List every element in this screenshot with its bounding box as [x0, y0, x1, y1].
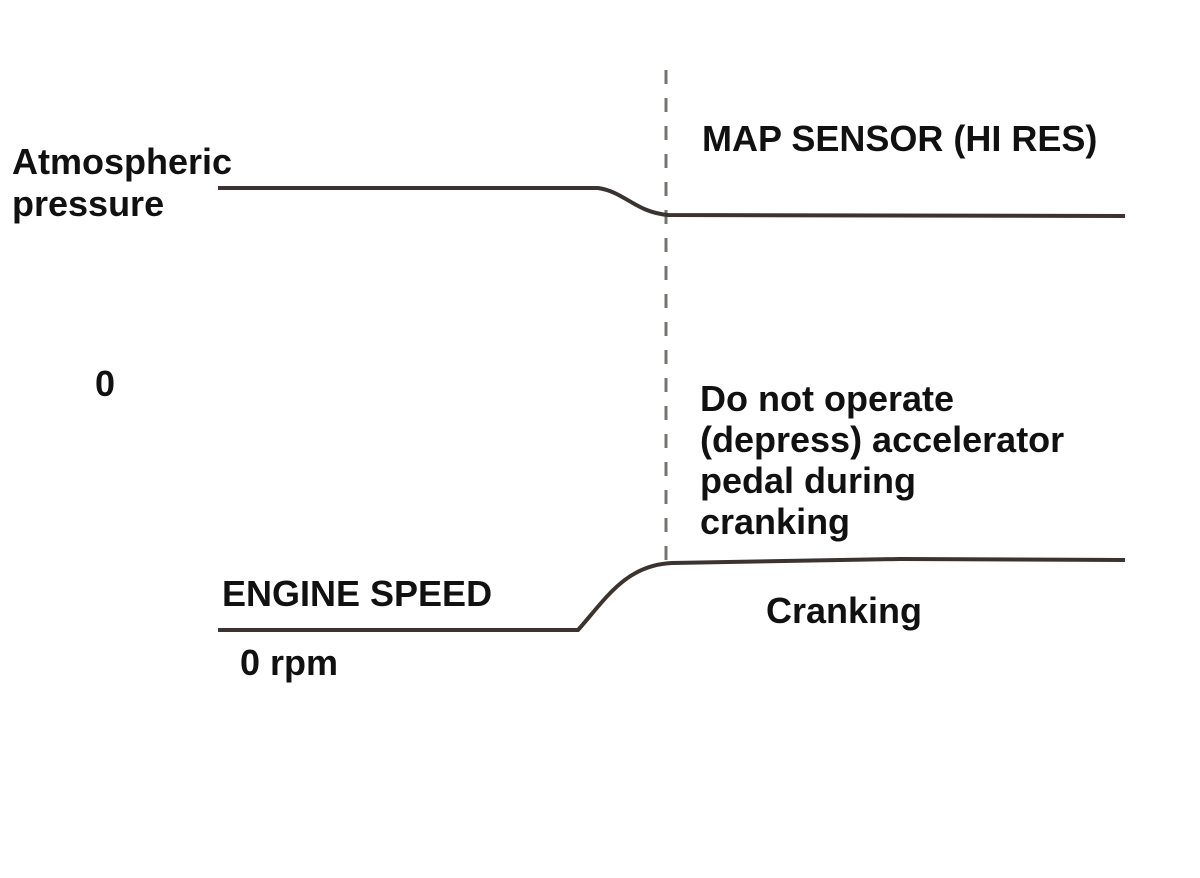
zero-rpm-label: 0 rpm	[240, 642, 339, 683]
pressure-zero-label: 0	[95, 363, 116, 404]
note-line-2: (depress) accelerator	[700, 419, 1065, 460]
cranking-label: Cranking	[766, 590, 923, 631]
note-line-1: Do not operate	[700, 378, 955, 419]
map-sensor-label: MAP SENSOR (HI RES)	[702, 118, 1098, 159]
note-line-4: cranking	[700, 501, 851, 542]
atmospheric-pressure-label: Atmospheric pressure	[12, 141, 232, 225]
engine-speed-trace	[218, 556, 1126, 632]
map-sensor-trace	[218, 186, 1126, 218]
accelerator-warning-note: Do not operate (depress) accelerator ped…	[700, 378, 1064, 542]
atmospheric-pressure-label-line2: pressure	[12, 183, 165, 224]
note-line-3: pedal during	[700, 460, 916, 501]
engine-speed-label: ENGINE SPEED	[222, 573, 493, 614]
atmospheric-pressure-label-line1: Atmospheric	[12, 141, 233, 182]
